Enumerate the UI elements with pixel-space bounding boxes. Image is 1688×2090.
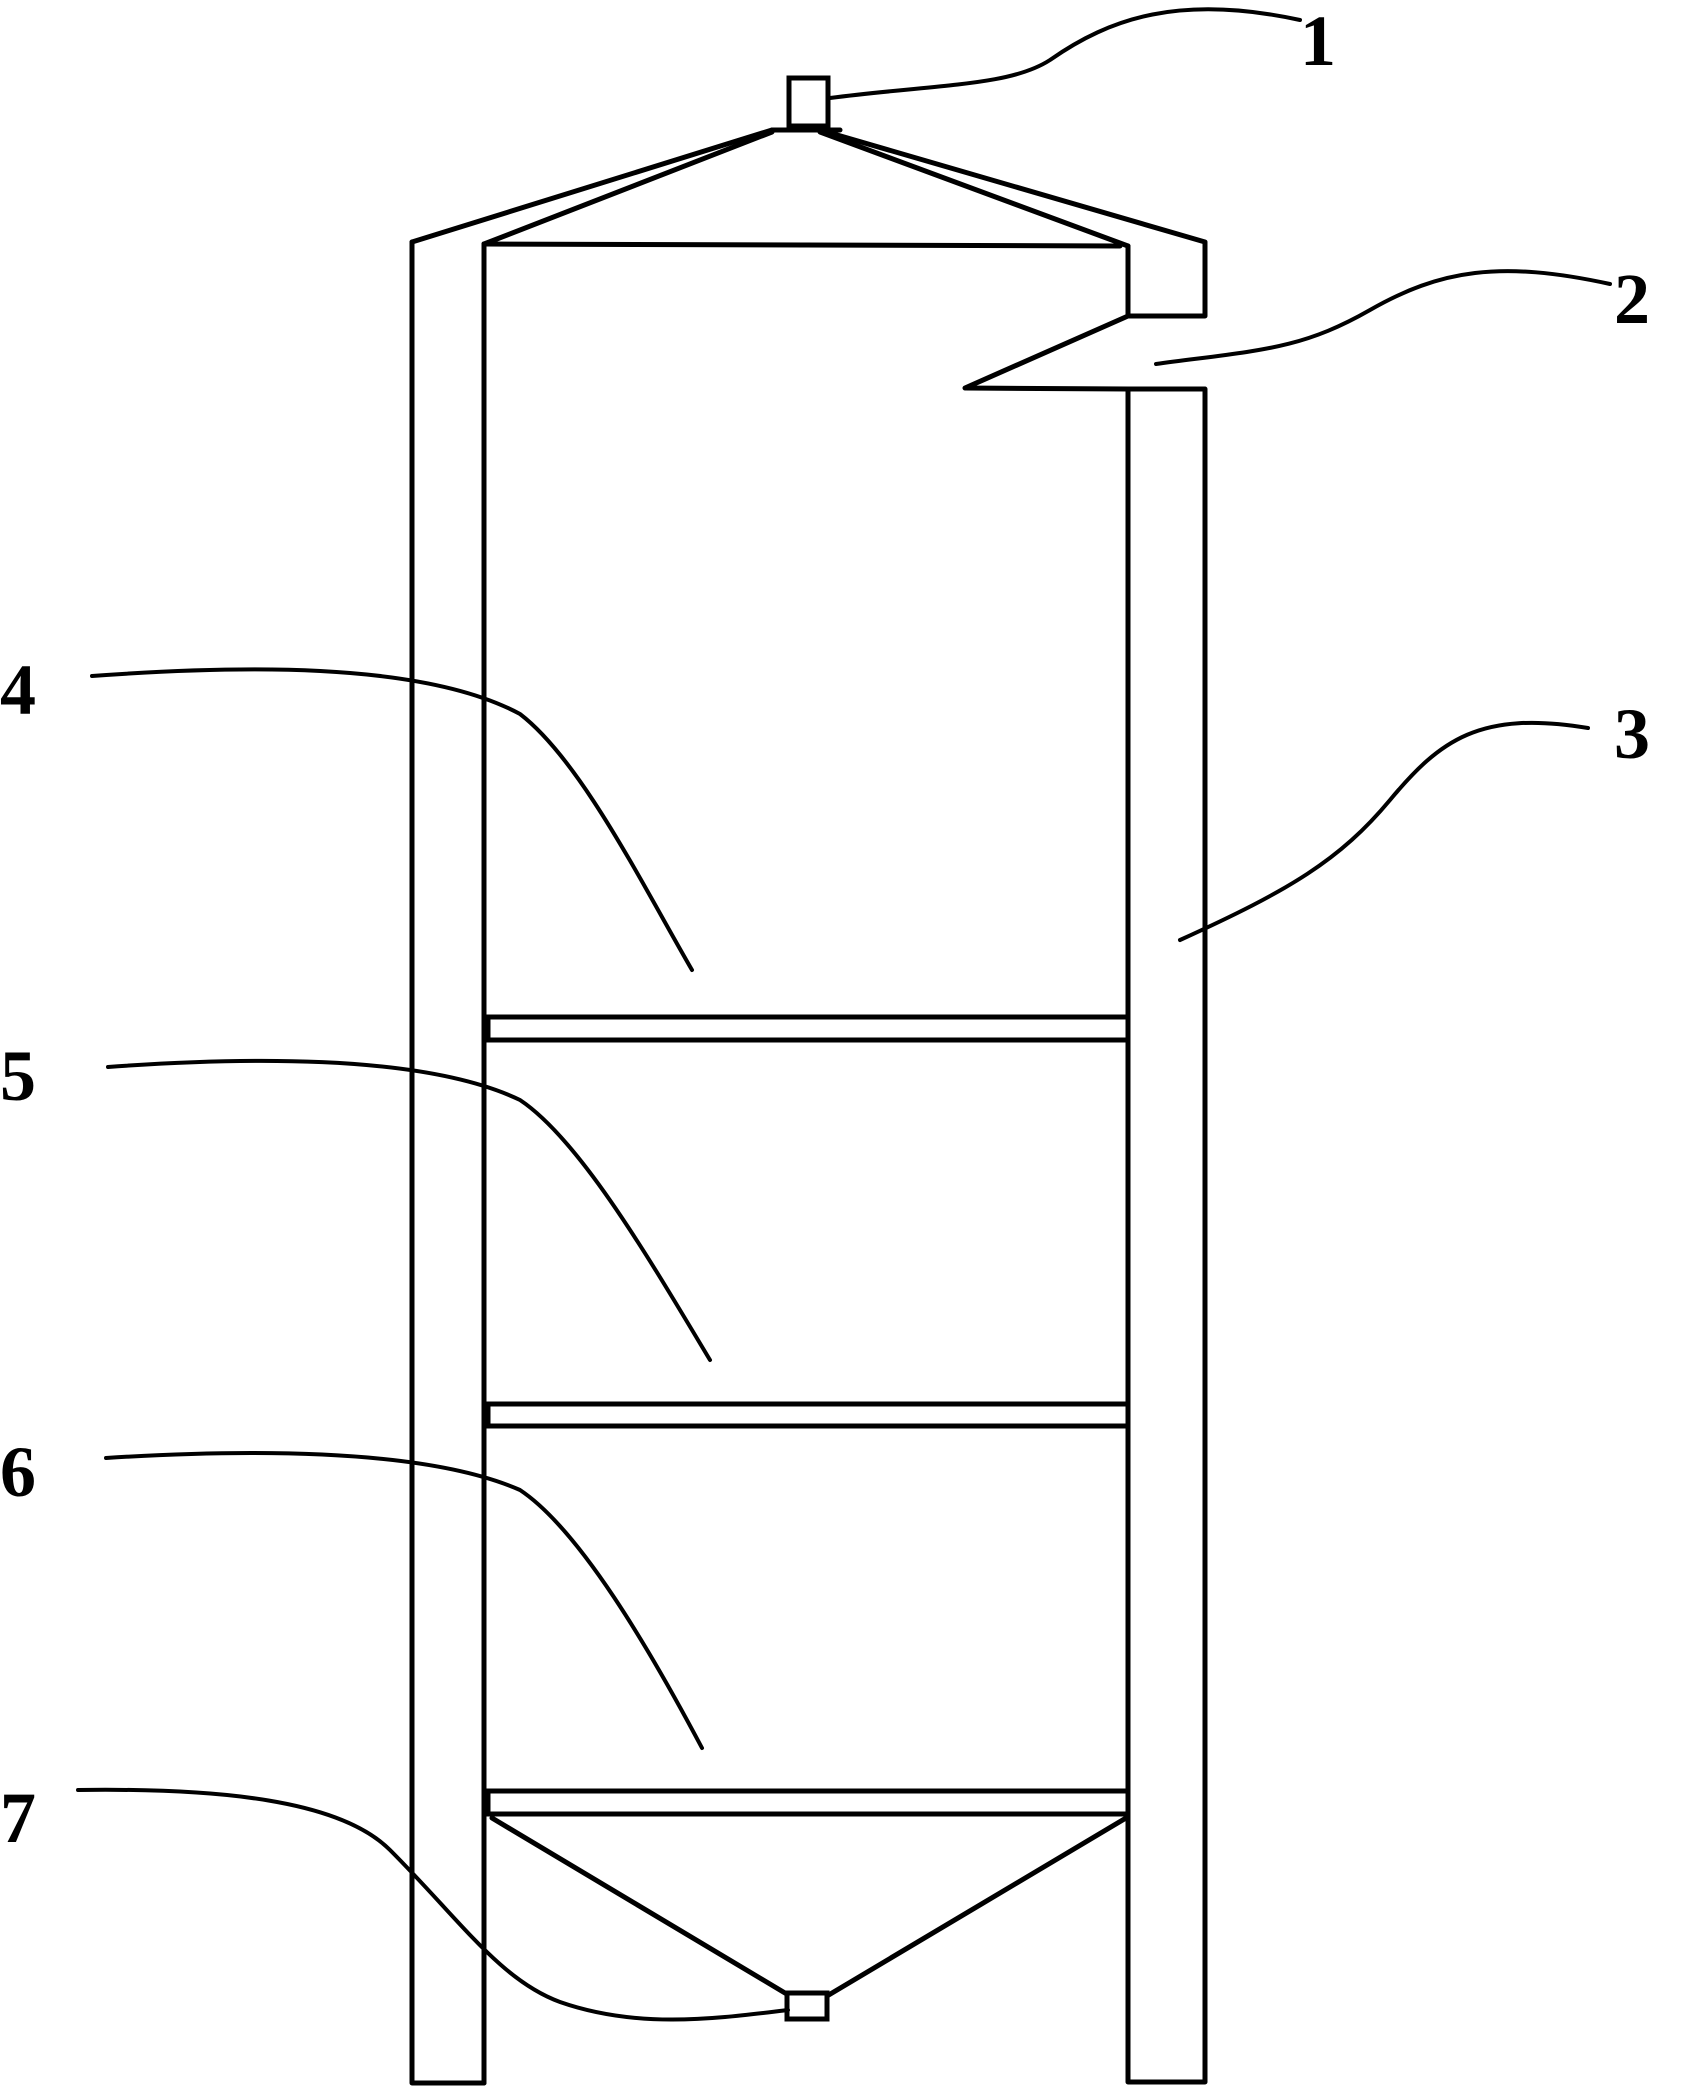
partition-plate-5 (485, 1401, 1131, 1429)
label-6: 6 (0, 1432, 36, 1512)
leader-line-6 (104, 1450, 704, 1750)
outer-roof (409, 127, 1208, 319)
partition-plate-6 (485, 1788, 1131, 1817)
partition-plate-4 (485, 1014, 1131, 1043)
top-vent (786, 75, 831, 129)
inlet-opening (962, 313, 1131, 392)
label-3: 3 (1614, 694, 1650, 774)
leader-line-4 (90, 667, 694, 972)
label-7: 7 (0, 1778, 36, 1858)
outer-shell-left-wall (409, 239, 487, 2086)
leader-line-3 (1178, 720, 1590, 942)
inner-top-line (481, 241, 1123, 249)
bottom-outlet (784, 1990, 830, 2022)
inner-roof (481, 129, 1131, 249)
bottom-hopper (489, 1815, 1129, 1999)
outer-shell-right-wall (1125, 386, 1208, 2085)
leader-line-7 (76, 1787, 790, 2022)
leader-line-1 (828, 7, 1302, 100)
label-1: 1 (1300, 1, 1336, 81)
label-4: 4 (0, 650, 36, 730)
label-2: 2 (1614, 259, 1650, 339)
leader-line-2 (1154, 269, 1612, 366)
label-5: 5 (0, 1036, 36, 1116)
leader-line-5 (106, 1058, 712, 1362)
